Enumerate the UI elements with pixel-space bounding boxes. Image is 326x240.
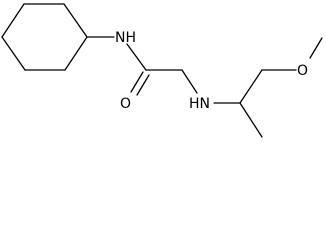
carbonyl-o-label: O <box>120 96 131 112</box>
ch-to-ch2-bond <box>239 69 263 104</box>
amine-hn-label: HN <box>189 96 210 112</box>
amide-nh-label: NH <box>115 30 136 46</box>
ch2-to-amine-n-bond <box>181 69 198 94</box>
ring-bond <box>63 3 88 38</box>
ether-o-label: O <box>297 63 308 79</box>
ring-bond <box>1 3 25 38</box>
carbonyl-double-bond-b <box>136 74 150 96</box>
carbonyl-double-bond-a <box>130 71 144 93</box>
amide-n-to-carbonyl-bond <box>126 43 147 71</box>
ether-o-to-methyl-bond <box>309 37 323 59</box>
ring-bond <box>1 36 26 71</box>
structure-diagram: NH O HN O <box>1 3 323 138</box>
cyclohexane-ring <box>1 3 88 71</box>
ch-to-methyl-bond <box>239 102 263 138</box>
ring-bond <box>64 36 88 71</box>
